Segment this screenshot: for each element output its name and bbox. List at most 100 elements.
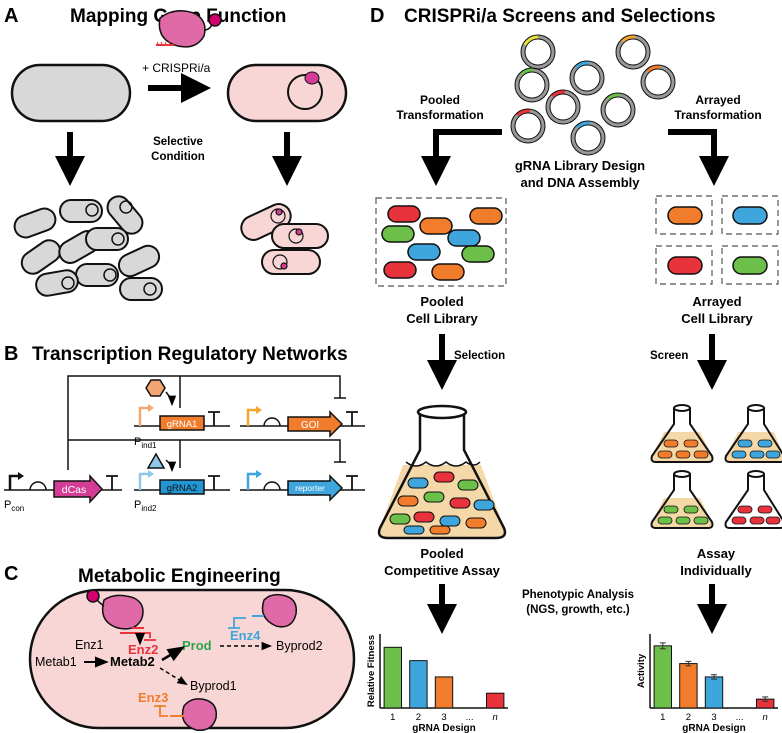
wild-type-cell [10,63,132,123]
inducer-hexagon-icon [145,379,166,397]
panel-d-letter: D [370,5,384,27]
panel-b: B Transcription Regulatory Networks gRNA… [4,343,365,513]
bar [383,646,403,709]
pooled-library-line1: Pooled [420,294,463,309]
arrayed-cell-library [655,195,779,285]
modified-cell [226,63,348,123]
panel-a-letter: A [4,5,18,27]
label-prod: Prod [182,638,212,653]
regulatory-wiring [67,375,346,470]
crispr-protein-enz3-icon [170,698,218,731]
label-enz1: Enz1 [75,638,104,652]
label-enz4: Enz4 [230,628,261,643]
bar [653,645,673,709]
promoter-ind2: Pind2 [134,499,157,513]
x-tick-label: ... [736,712,744,723]
arrayed-flasks [650,404,782,529]
x-tick-label: 3 [441,712,446,723]
pooled-library-line2: Cell Library [406,311,478,326]
x-tick-label: n [763,712,768,723]
plasmid-library [511,34,675,155]
label-enz3: Enz3 [138,690,168,705]
crispr-protein-enz2-icon [86,589,144,630]
arrayed-transformation-line2: Transformation [674,108,761,122]
panel-b-title: Transcription Regulatory Networks [32,344,348,365]
assay-individually-line1: Assay [697,546,736,561]
circuit-line-goi: GOI [240,406,365,438]
gene-grna1: gRNA1 [167,419,198,430]
selection-label: Selection [454,350,505,362]
circuit-line-1: gRNA1 Pind1 [134,404,230,450]
circuit-line-2: gRNA2 Pind2 [134,470,230,513]
panel-b-letter: B [4,343,18,365]
inducer-triangle-icon [146,452,166,469]
selective-condition-line1: Selective [153,136,203,148]
screen-label: Screen [650,350,688,362]
pooled-assay-line1: Pooled [420,546,463,561]
x-tick-label: 2 [686,712,691,723]
small-flask-2 [724,404,782,463]
panel-d: D CRISPRi/a Screens and Selections Pool [366,5,782,733]
small-flask-3 [650,470,714,529]
y-axis-label: Relative Fitness [366,635,377,707]
label-metab1: Metab1 [35,655,77,669]
library-design-line2: and DNA Assembly [521,175,641,190]
pooled-transformation-line2: Transformation [396,108,483,122]
reaction-arrow-2 [161,646,186,662]
crispr-treatment-label: + CRISPRi/a [142,61,211,75]
promoter-con: Pcon [4,499,24,513]
y-axis-label: Activity [636,653,647,688]
x-tick-label: 3 [711,712,716,723]
bar [679,663,698,709]
arrayed-library-line2: Cell Library [681,311,753,326]
gene-reporter: reporter [295,483,325,493]
panel-c-title: Metabolic Engineering [78,566,281,587]
panel-a: A Mapping Gene Function + CRISPRi/a Sele… [4,5,348,301]
pooled-assay-line2: Competitive Assay [384,563,501,578]
pooled-flask [377,404,507,540]
x-axis-label: gRNA Design [682,723,746,733]
panel-c-letter: C [4,563,18,585]
reaction-arrow-byprod1 [159,667,188,686]
gene-grna2: gRNA2 [167,483,198,494]
x-tick-label: ... [466,712,474,723]
label-enz2: Enz2 [128,642,158,657]
pooled-transform-arrow [421,129,502,186]
phenotypic-analysis-line1: Phenotypic Analysis [522,589,634,601]
label-byprod1: Byprod1 [190,679,237,693]
circuit-line-reporter: reporter [240,470,365,502]
small-flask-4 [724,470,782,529]
x-tick-label: 1 [660,712,665,723]
pooled-transformation-line1: Pooled [420,93,460,107]
x-tick-label: 1 [390,712,395,723]
circuit-line-dcas: dCas Pcon [4,472,122,513]
activity-chart: 1 2 3... n gRNA Design Activity [636,634,778,733]
bar [485,692,505,709]
gene-goi: GOI [301,420,319,431]
label-metab2: Metab2 [110,654,155,669]
bar [409,660,428,709]
label-byprod2: Byprod2 [276,639,323,653]
crispr-protein-enz4-icon [252,593,298,628]
crispr-protein-icon [156,10,222,48]
panel-d-title: CRISPRi/a Screens and Selections [404,6,716,27]
arrayed-library-line1: Arrayed [692,294,741,309]
library-design-line1: gRNA Library Design [515,158,645,173]
x-axis-label: gRNA Design [412,723,476,733]
bar [434,676,454,709]
promoter-ind1: Pind1 [134,436,157,450]
arrayed-transformation-line1: Arrayed [695,93,740,107]
bar [704,676,724,709]
relative-fitness-chart: 1 2 3... n gRNA Design Relative Fitness [366,634,508,733]
small-flask-1 [650,404,714,463]
assay-individually-line2: Individually [680,563,752,578]
x-tick-label: n [493,712,498,723]
phenotypic-analysis-line2: (NGS, growth, etc.) [526,604,630,616]
gene-dcas: dCas [62,484,87,496]
selective-condition-line2: Condition [151,151,205,163]
arrayed-transform-arrow [668,129,729,186]
panel-c: C Metabolic Engineering Enz1 Enz2 Enz4 E… [4,563,356,731]
pooled-cell-library [375,197,507,287]
x-tick-label: 2 [416,712,421,723]
